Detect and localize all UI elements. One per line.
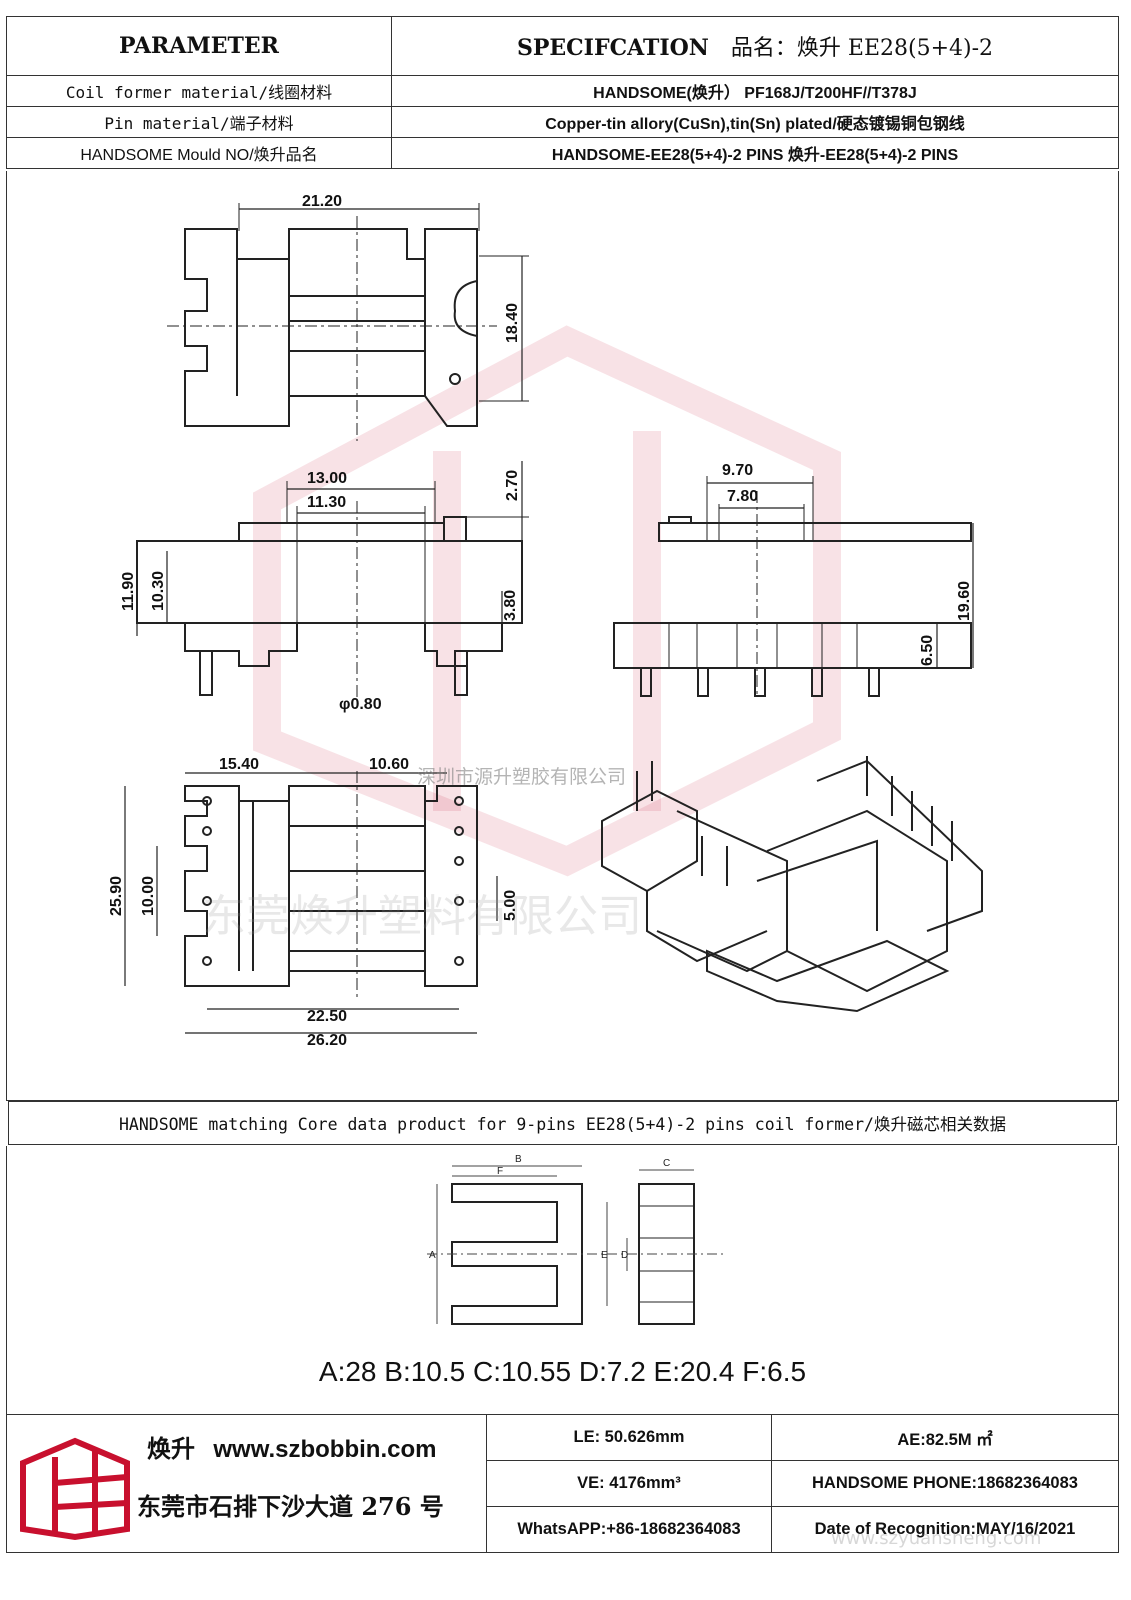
core-label-d: D [621,1250,628,1261]
specification-heading: SPECIFCATION 品名：焕升 EE28(5+4)-2 [391,16,1119,76]
dim-i: 2.70 [504,470,521,501]
isometric-view [601,756,983,1013]
dim-n: 10.60 [369,756,409,773]
dim-p: 25.90 [108,876,125,916]
logo-watermark [253,325,841,877]
bobbin-drawings: 21.20 18.40 13.00 11.30 11.90 10.30 φ0.8… [108,193,983,1049]
specification-label: SPECIFCATION [516,35,709,61]
brand-line: 焕升 www.szbobbin.com [147,1429,436,1464]
bobbin-drawing-area: 21.20 18.40 13.00 11.30 11.90 10.30 φ0.8… [6,171,1119,1101]
dim-f: 10.30 [150,571,167,611]
phone-value: HANDSOME PHONE:18682364083 [771,1460,1119,1507]
watermark-company-large: 东莞焕升塑料有限公司 [202,892,642,941]
side-view [613,476,974,697]
brand-name: 焕升 [147,1434,195,1463]
pin-material-value: Copper-tin allory(CuSn),tin(Sn) plated/硬… [391,106,1119,138]
dim-k: 7.80 [727,488,758,505]
dim-j: 9.70 [722,462,753,479]
dim-s: 5.00 [502,890,519,921]
ve-value: VE: 4176mm³ [486,1460,772,1507]
core-dimensions: A:28 B:10.5 C:10.55 D:7.2 E:20.4 F:6.5 [318,1356,807,1387]
dim-h: 3.80 [502,590,519,621]
dim-g: φ0.80 [339,696,382,713]
footer-table: 焕升 www.szbobbin.com 东莞市石排下沙大道 276 号 LE: … [6,1414,1119,1553]
dim-l: 19.60 [956,581,973,621]
core-label-c: C [663,1158,670,1169]
dim-t: 26.20 [307,1032,347,1049]
le-value: LE: 50.626mm [486,1414,772,1461]
dim-b: 18.40 [504,303,521,343]
top-view [167,203,529,441]
coil-material-label: Coil former material/线圈材料 [6,75,392,107]
dim-d: 11.30 [307,494,346,511]
mould-no-label: HANDSOME Mould NO/焕升品名 [6,137,392,169]
mould-no-value: HANDSOME-EE28(5+4)-2 PINS 焕升-EE28(5+4)-2… [391,137,1119,169]
core-label-a: A [429,1250,436,1261]
ae-value: AE:82.5M ㎡ [771,1414,1119,1461]
dim-c: 13.00 [307,470,347,487]
pin-material-label: Pin material/端子材料 [6,106,392,138]
logo-icon [20,1437,130,1541]
front-view [136,461,529,701]
parameter-heading: PARAMETER [6,16,392,76]
core-label-f: F [497,1166,503,1177]
dim-m: 6.50 [919,635,936,666]
dim-e: 11.90 [120,572,137,611]
dimension-labels: 21.20 18.40 13.00 11.30 11.90 10.30 φ0.8… [108,193,973,1049]
whatsapp-value: WhatsAPP:+86-18682364083 [486,1506,772,1553]
watermark-company-small: 深圳市源升塑胶有限公司 [417,766,626,788]
dim-a: 21.20 [302,193,342,210]
core-labels: B F A E D C [429,1154,670,1261]
bottom-view [124,771,498,1034]
core-label-e: E [601,1250,608,1261]
dim-q: 10.00 [140,876,157,916]
core-data-title: HANDSOME matching Core data product for … [8,1101,1117,1145]
core-drawing-area: B F A E D C [6,1146,1119,1414]
brand-cell: 焕升 www.szbobbin.com 东莞市石排下沙大道 276 号 [6,1414,487,1553]
website-link[interactable]: www.szbobbin.com [213,1436,437,1463]
core-label-b: B [515,1154,522,1165]
dim-r: 22.50 [307,1008,347,1025]
watermark-site: www.szyuansheng.com [831,1528,1042,1549]
dim-o: 15.40 [219,756,259,773]
core-drawing: B F A E D C [427,1154,727,1325]
coil-material-value: HANDSOME(焕升） PF168J/T200HF//T378J [391,75,1119,107]
address: 东莞市石排下沙大道 276 号 [137,1492,444,1521]
product-name: 品名：焕升 EE28(5+4)-2 [730,36,994,61]
date-value: Date of Recognition:MAY/16/2021 [771,1506,1119,1553]
